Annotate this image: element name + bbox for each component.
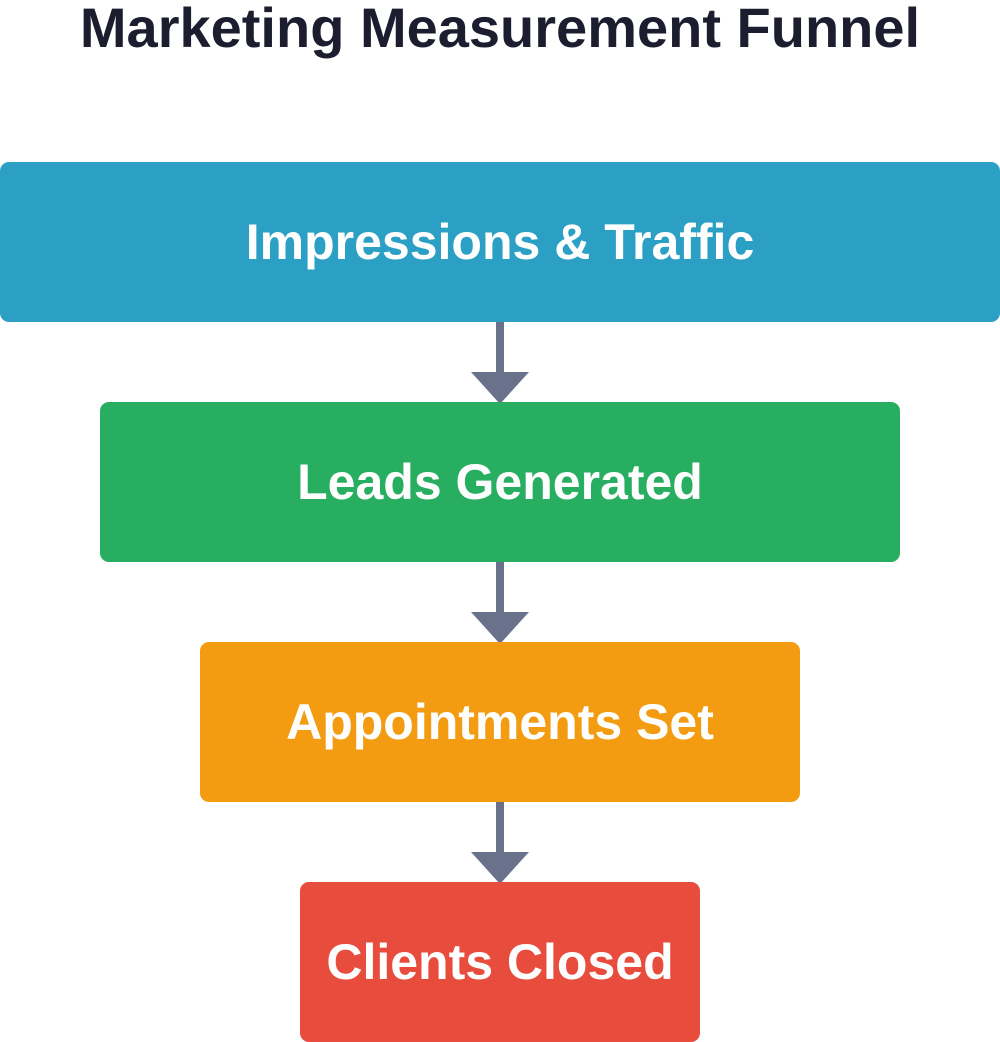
funnel-stage-leads: Leads Generated [100,402,900,562]
funnel-stage-label: Appointments Set [286,694,714,750]
arrow-2 [471,562,529,644]
funnel-stage-impressions: Impressions & Traffic [0,162,1000,322]
funnel-stage-label: Leads Generated [297,454,703,510]
funnel-stage-appointments: Appointments Set [200,642,800,802]
arrow-1 [471,322,529,404]
diagram-title: Marketing Measurement Funnel [79,0,921,59]
arrow-3 [471,802,529,884]
funnel-stage-label: Clients Closed [326,934,674,990]
funnel-stage-clients: Clients Closed [300,882,700,1042]
funnel-stage-label: Impressions & Traffic [245,214,755,270]
